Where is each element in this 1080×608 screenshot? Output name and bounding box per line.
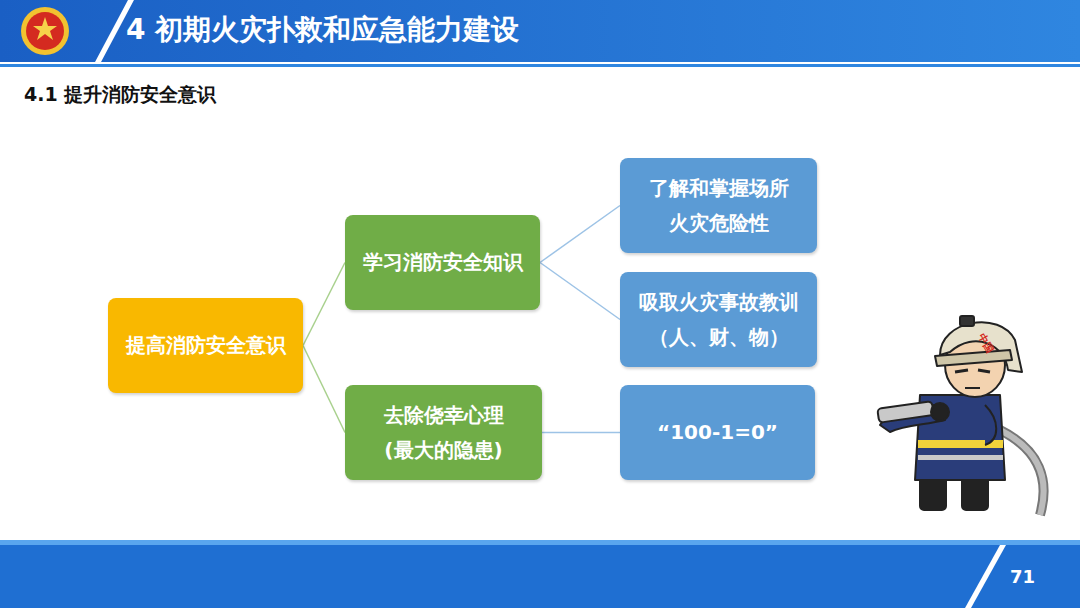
leaf-box: 了解和掌握场所火灾危险性 <box>620 158 817 253</box>
box-text: 吸取火灾事故教训 （人、财、物） <box>634 285 803 355</box>
connector-line <box>303 346 345 433</box>
header-bar <box>0 0 1080 62</box>
box-text: “100-1=0” <box>657 415 778 450</box>
box-text: 学习消防安全知识 <box>363 245 523 280</box>
footer-bar <box>0 540 1080 608</box>
connector-line <box>540 206 620 263</box>
slide-title: 4 初期火灾扑救和应急能力建设 <box>126 12 519 48</box>
root-box: 提高消防安全意识 <box>108 298 303 393</box>
firefighter-illustration <box>877 316 1043 515</box>
connector-line <box>303 263 345 346</box>
branch-box: 学习消防安全知识 <box>345 215 540 310</box>
page-number: 71 <box>1010 566 1035 587</box>
leaf-box: 吸取火灾事故教训 （人、财、物） <box>620 272 817 367</box>
header-rule <box>0 64 1080 67</box>
connector-line <box>540 263 620 320</box>
box-text: 提高消防安全意识 <box>126 328 286 363</box>
section-heading: 4.1 提升消防安全意识 <box>24 82 216 108</box>
branch-box: 去除侥幸心理 (最大的隐患) <box>345 385 542 480</box>
emblem <box>21 7 69 55</box>
box-text: 了解和掌握场所火灾危险性 <box>644 171 793 241</box>
box-text: 去除侥幸心理 (最大的隐患) <box>369 398 518 468</box>
leaf-box: “100-1=0” <box>620 385 815 480</box>
footer-slash <box>965 545 1006 608</box>
footer-rule <box>0 540 1080 545</box>
connector-line <box>542 432 620 434</box>
